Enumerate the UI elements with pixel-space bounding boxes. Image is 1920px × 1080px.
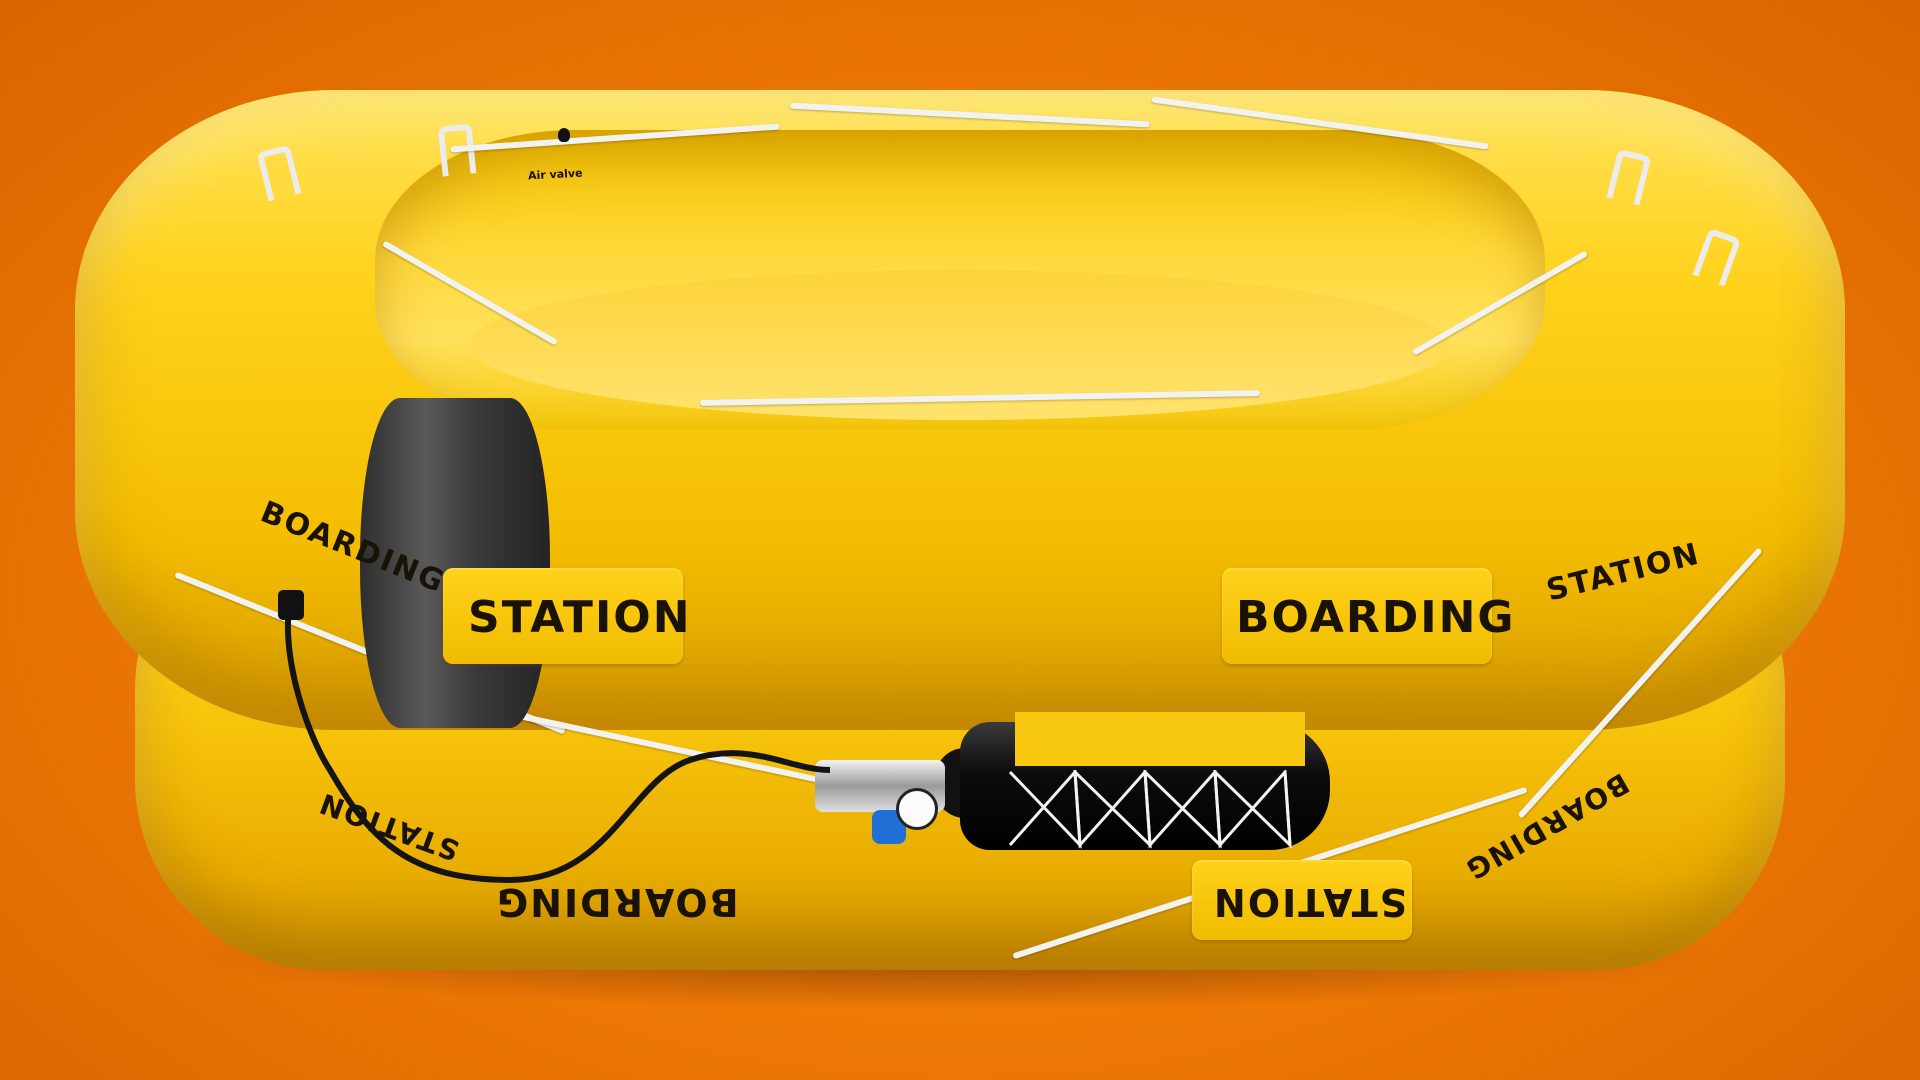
pressure-gauge-icon	[896, 788, 938, 830]
label-patch	[1192, 860, 1412, 940]
canopy-sleeve	[360, 398, 550, 728]
cylinder-cover-flap	[1015, 712, 1305, 766]
label-station-upper-left: STATION	[468, 592, 692, 643]
inflation-hose	[278, 590, 831, 884]
label-station-lower-right: STATION	[1212, 880, 1407, 924]
label-boarding-upper-right: BOARDING	[1236, 592, 1516, 643]
air-valve-icon	[558, 128, 570, 142]
label-patch	[1222, 568, 1492, 664]
label-patch	[443, 568, 683, 664]
cylinder-lacing	[1008, 770, 1292, 850]
